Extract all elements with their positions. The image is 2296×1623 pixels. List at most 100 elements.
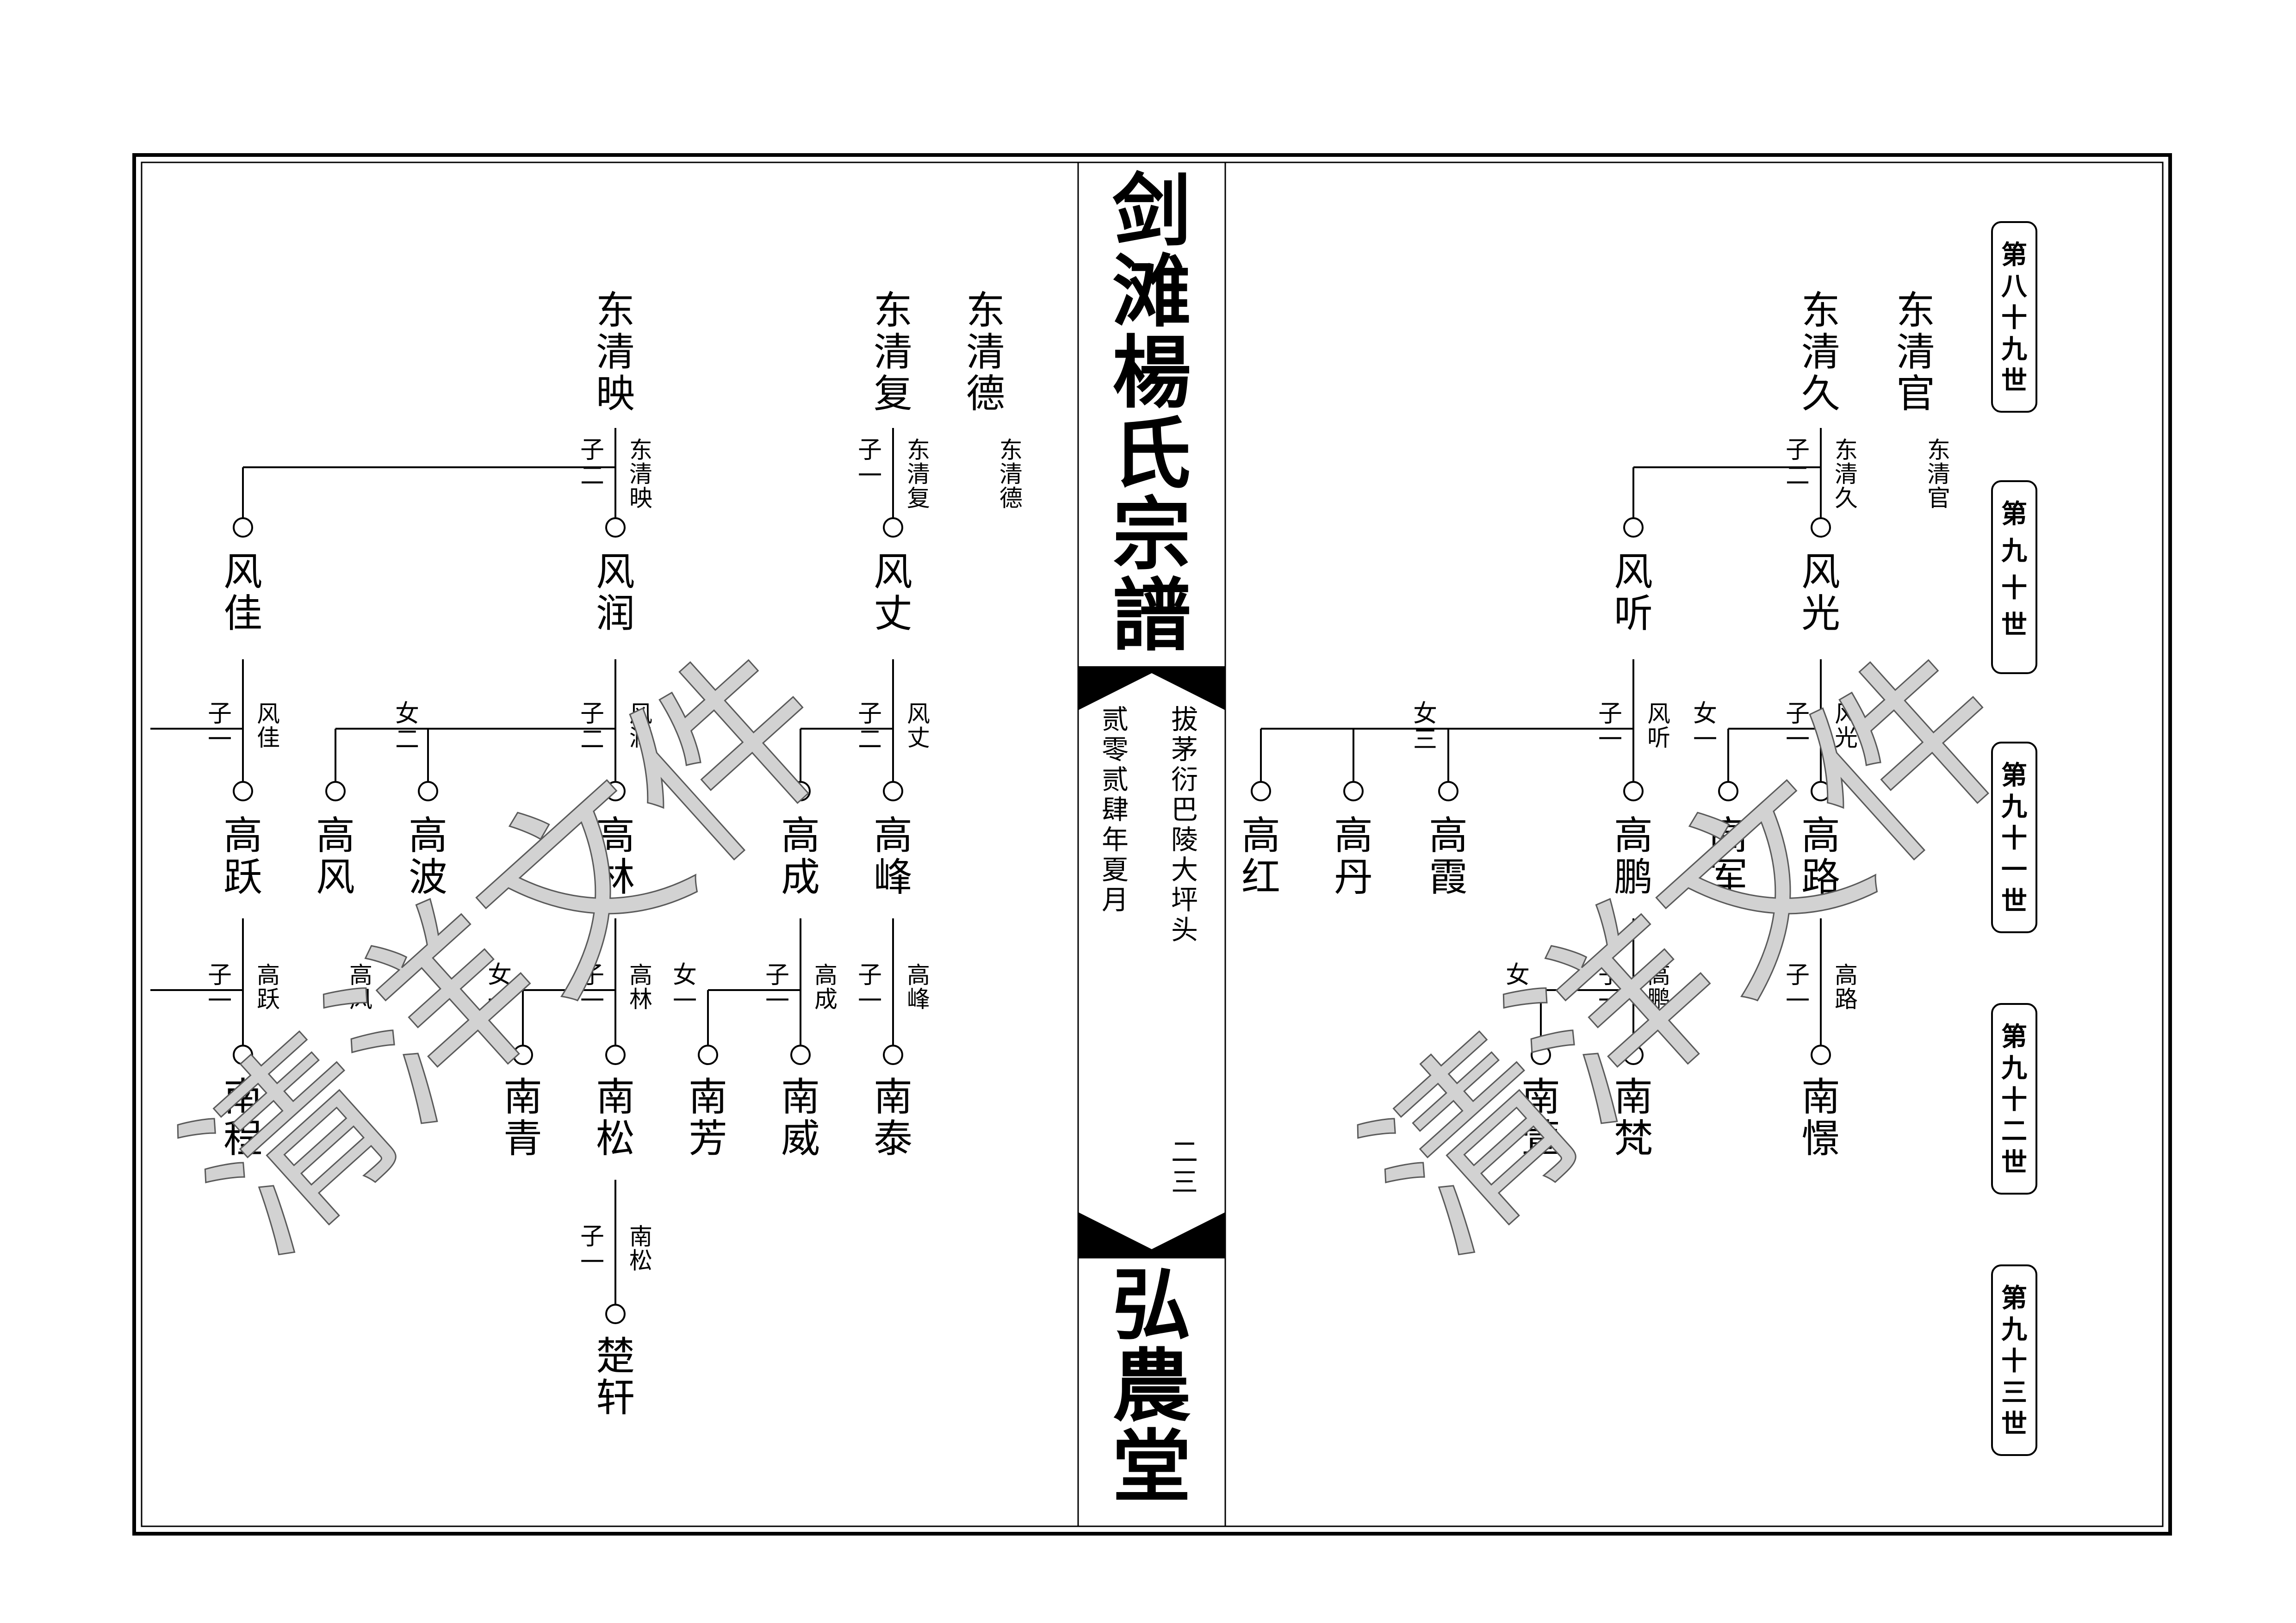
person-name-char: 跃 (223, 855, 262, 900)
relation-label-char: 女 (1693, 700, 1717, 728)
page-frame (132, 153, 2172, 1536)
parent-tag-char: 林 (629, 986, 652, 1013)
person-name-char: 清 (596, 329, 635, 375)
person-name: 风润 (596, 549, 635, 636)
parent-tag: 高林 (629, 962, 652, 1013)
tree-nodes (233, 517, 1831, 1324)
parent-tag-char: 丈 (907, 725, 930, 751)
person-name: 南萱 (1521, 1074, 1560, 1161)
relation-label: 子一 (1786, 961, 1810, 1015)
relation-label: 女一 (1693, 700, 1717, 754)
parent-tag-char: 鹏 (1647, 986, 1670, 1013)
relation-label: 子一 (580, 1223, 604, 1276)
parent-tag-char: 复 (907, 485, 930, 512)
relation-label-char: 子 (208, 961, 232, 989)
person-name: 高跃 (223, 813, 262, 900)
person-name: 南梵 (1614, 1074, 1653, 1161)
person-name-char: 高 (781, 813, 820, 858)
relation-label-char: 子 (858, 700, 882, 728)
relation-label-char: 二 (395, 726, 419, 754)
relation-label-char: 一 (580, 987, 604, 1015)
generation-label-char: 十 (2001, 573, 2027, 603)
parent-tag-char: 高 (1647, 962, 1670, 989)
parent-tag-char: 高 (907, 962, 930, 989)
watermark-text: 清洋文件 (146, 606, 875, 1295)
relation-label-char: 一 (765, 987, 789, 1015)
parent-tag: 高峰 (907, 962, 930, 1013)
title-char: 滩 (1112, 246, 1191, 338)
person-name-char: 清 (1801, 329, 1840, 375)
person-name: 高路 (1801, 813, 1840, 900)
relation-label: 女一 (673, 961, 697, 1015)
person-name-char: 威 (781, 1116, 820, 1161)
person-name-char: 风 (596, 549, 635, 595)
person-name: 高成 (781, 813, 820, 900)
parent-tag: 东清官 (1927, 437, 1950, 512)
person-name-char: 高 (1801, 813, 1840, 858)
person-name-char: 成 (781, 855, 820, 900)
person-name-char: 东 (966, 288, 1005, 333)
hall-char: 農 (1112, 1340, 1191, 1432)
person-name: 东清久 (1801, 288, 1840, 416)
generation-label-char: 十 (2001, 1084, 2027, 1115)
relation-label-char: 女 (673, 961, 697, 989)
person-name-char: 梵 (1614, 1116, 1653, 1161)
title-char: 宗 (1112, 489, 1191, 581)
parent-tag: 风听 (1647, 700, 1670, 751)
person-name-char: 青 (503, 1116, 542, 1161)
parent-tag-char: 风 (257, 700, 280, 727)
relation-labels: 子一子二子二子二女二子一子一子一女一子一女一子一子一子二子一女一子一女三子一子一… (208, 436, 1810, 1276)
relation-label-char: 一 (1786, 987, 1810, 1015)
hall-name: 弘 農 堂 (1112, 1259, 1191, 1513)
person-name-char: 泰 (874, 1116, 912, 1161)
page-number: 二 三 (1171, 1136, 1198, 1198)
person-name: 南威 (781, 1074, 820, 1161)
person-name: 高鹏 (1614, 813, 1653, 900)
relation-label-char: 子 (580, 1223, 604, 1251)
relation-label-char: 三 (1413, 726, 1437, 754)
person-name: 高风 (316, 813, 355, 900)
person-name-char: 德 (966, 371, 1005, 416)
relation-label-char: 子 (1786, 700, 1810, 728)
parent-tag-char: 风 (1835, 700, 1858, 727)
parent-tag-char: 清 (907, 461, 930, 488)
relation-label: 子一 (208, 700, 232, 754)
person-name: 南泰 (874, 1074, 912, 1161)
relation-label-char: 二 (1786, 462, 1810, 490)
relation-label-char: 一 (858, 462, 882, 490)
relation-label: 女三 (1413, 700, 1437, 754)
relation-label-char: 一 (1598, 726, 1622, 754)
date-char: 夏 (1102, 854, 1129, 886)
person-name-char: 东 (1801, 288, 1840, 333)
person-name-char: 南 (596, 1074, 635, 1120)
person-name-char: 高 (596, 813, 635, 858)
person-name-char: 南 (223, 1074, 262, 1120)
relation-label: 子二 (580, 436, 604, 490)
person-name-char: 松 (596, 1116, 635, 1161)
fishtail-bottom (1078, 1212, 1225, 1258)
person-name-char: 风 (874, 549, 912, 595)
generation-label-char: 三 (2001, 1377, 2027, 1408)
title-char: 氏 (1112, 408, 1191, 500)
person-name-char: 楚 (596, 1333, 635, 1379)
person-name-char: 清 (1896, 329, 1935, 375)
person-name-char: 高 (1614, 813, 1653, 858)
parent-tag: 东清复 (907, 437, 930, 512)
person-name: 高霞 (1429, 813, 1468, 900)
relation-label-char: 子 (765, 961, 789, 989)
parent-tag-char: 高 (257, 962, 280, 989)
relation-label-char: 女 (488, 961, 512, 989)
person-name: 风光 (1801, 549, 1840, 636)
generation-label-char: 一 (2001, 855, 2027, 885)
person-name-char: 丹 (1334, 855, 1373, 900)
generation-label-char: 八 (2001, 271, 2028, 302)
person-name-char: 复 (874, 371, 912, 416)
person-name-char: 鹏 (1614, 855, 1653, 900)
relation-label-char: 女 (395, 700, 419, 728)
generation-label-char: 九 (2001, 334, 2027, 365)
person-name-char: 风 (1614, 549, 1653, 595)
person-name: 高红 (1241, 813, 1280, 900)
person-name-char: 高 (223, 813, 262, 858)
parent-tag: 风光 (1835, 700, 1858, 751)
